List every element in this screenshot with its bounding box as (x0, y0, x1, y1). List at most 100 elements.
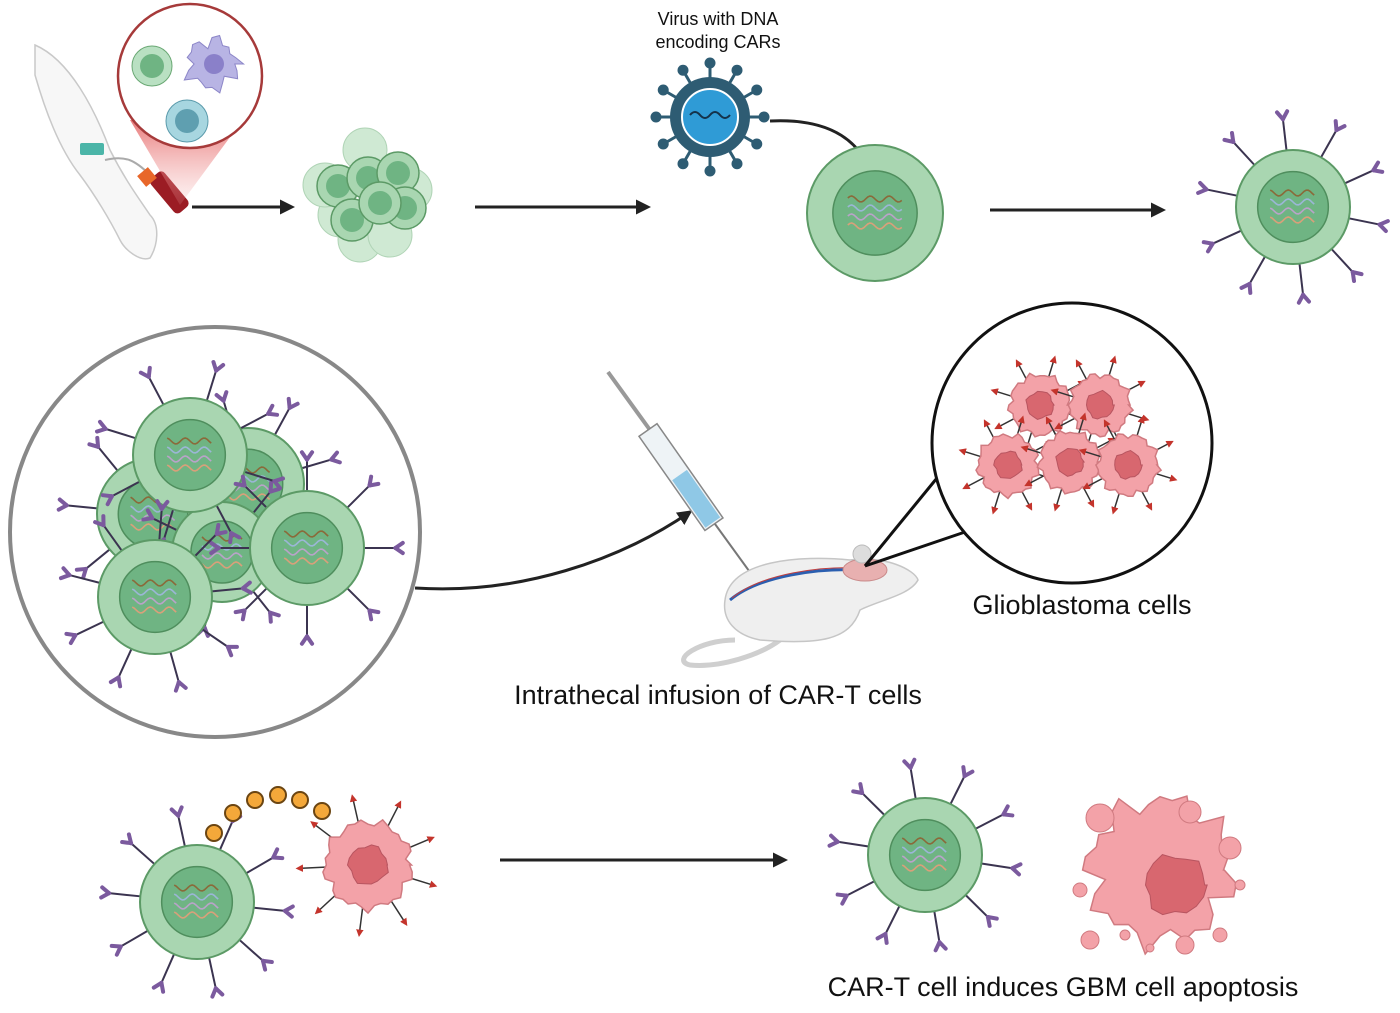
cytokine-granule (269, 786, 287, 804)
virus-spike-tip (751, 138, 763, 150)
car-receptor-stem (162, 509, 175, 540)
dna-strand (901, 837, 947, 845)
dna-strand (847, 195, 903, 203)
car-receptor-stem (205, 370, 218, 401)
virus-label-line-2: encoding CARs (655, 32, 781, 52)
needle (714, 523, 753, 576)
car-receptor-arm (266, 411, 280, 417)
car-receptor-arm (271, 855, 285, 861)
dna-strand (166, 437, 212, 445)
car-receptor-arm (858, 782, 865, 795)
car-receptor-arm (367, 608, 374, 622)
cell-nucleus (888, 818, 962, 892)
dna-strand (1269, 198, 1315, 206)
dna-strand (131, 597, 177, 605)
car-receptor-arm (126, 832, 134, 846)
dna-strand (847, 204, 903, 212)
car-receptor-arm (962, 769, 975, 778)
car-receptor-arm (221, 390, 229, 403)
glioblastoma-label: Glioblastoma cells (972, 590, 1192, 620)
car-receptor-arm (1010, 866, 1021, 877)
car-receptor-arm (329, 457, 342, 465)
cell-nucleus (118, 560, 192, 634)
car-receptor-stem (837, 840, 869, 848)
car-receptor-arm (1350, 270, 1357, 284)
dna-strand (1269, 216, 1315, 224)
dna-strand (847, 213, 903, 221)
car-receptor-arm (260, 958, 268, 972)
car-receptor-stem (201, 628, 229, 648)
apoptotic-body (1234, 879, 1246, 891)
car-receptor-arm (98, 419, 108, 431)
virus-spike-tip (731, 64, 743, 76)
car-receptor-arm (214, 363, 226, 373)
apoptotic-body (1175, 935, 1195, 955)
car-receptor-stem (1206, 188, 1238, 197)
car-receptor-arm (287, 401, 300, 410)
car-receptor-arm (1201, 240, 1215, 246)
car-receptor-stem (130, 842, 156, 865)
dna-strand (901, 864, 947, 872)
car-receptor-arm (145, 508, 155, 521)
dna-strand (173, 893, 219, 901)
virus-spike-tip (657, 138, 669, 150)
cytokines (205, 786, 331, 842)
virus-spike-tip (657, 84, 669, 96)
dna-strand (283, 548, 329, 556)
car-t-cell-after (827, 757, 1023, 953)
t-cell-nucleus (368, 191, 392, 215)
zoom-line (864, 530, 966, 568)
expanded-car-t-cell (58, 499, 253, 693)
virus-dna (689, 111, 731, 119)
car-receptor-arm (1229, 130, 1236, 144)
cytokine-granule (246, 791, 264, 809)
virus-spike-tip (731, 158, 743, 170)
cell-nucleus (832, 170, 918, 256)
dna-strand (1269, 207, 1315, 215)
car-receptor-stem (861, 792, 886, 816)
dna-strand (173, 884, 219, 892)
dna-strand (901, 846, 947, 854)
dna-strand (173, 902, 219, 910)
monocyte-nucleus (175, 109, 199, 133)
car-receptor-stem (253, 906, 286, 912)
car-receptor-arm (64, 631, 78, 638)
dna-strand (901, 855, 947, 863)
car-t-cell-attacking (99, 805, 295, 999)
car-receptor-stem (117, 648, 133, 678)
car-receptor-arm (985, 915, 992, 928)
glioblastoma-cell (1050, 355, 1150, 455)
car-receptor-arm (305, 450, 315, 462)
car-receptor-arm (151, 980, 164, 990)
car-receptor-stem (158, 508, 163, 541)
car-receptor-stem (1348, 217, 1380, 226)
car-receptor-stem (177, 815, 186, 847)
tourniquet (80, 143, 104, 155)
dna-strand (201, 552, 243, 560)
car-receptor-stem (243, 587, 268, 612)
car-receptor-stem (194, 533, 218, 557)
car-receptor-stem (74, 620, 105, 637)
apoptotic-body (1072, 882, 1088, 898)
car-receptor-stem (884, 905, 901, 935)
dna-strand (283, 530, 329, 538)
car-receptor-arm (282, 908, 294, 919)
virus-spike-tip (704, 165, 716, 177)
infusion-arrow (414, 510, 693, 591)
dna-strand (131, 579, 177, 587)
car-receptor-stem (169, 651, 180, 683)
car-receptor-arm (829, 833, 840, 844)
car-receptor-arm (109, 943, 123, 949)
virus-spike-tip (704, 57, 716, 69)
car-receptor-stem (346, 587, 371, 612)
car-receptor-arm (108, 675, 121, 685)
tube-cap (137, 167, 157, 187)
car-receptor-arm (1334, 124, 1347, 133)
dna-strand (225, 493, 271, 501)
car-receptor-arm (225, 644, 234, 658)
apoptosis-label: CAR-T cell induces GBM cell apoptosis (827, 972, 1299, 1002)
cytokine-granule (224, 804, 242, 822)
car-receptor-stem (111, 480, 141, 498)
cell-nucleus (270, 511, 344, 585)
plunger (606, 370, 652, 432)
